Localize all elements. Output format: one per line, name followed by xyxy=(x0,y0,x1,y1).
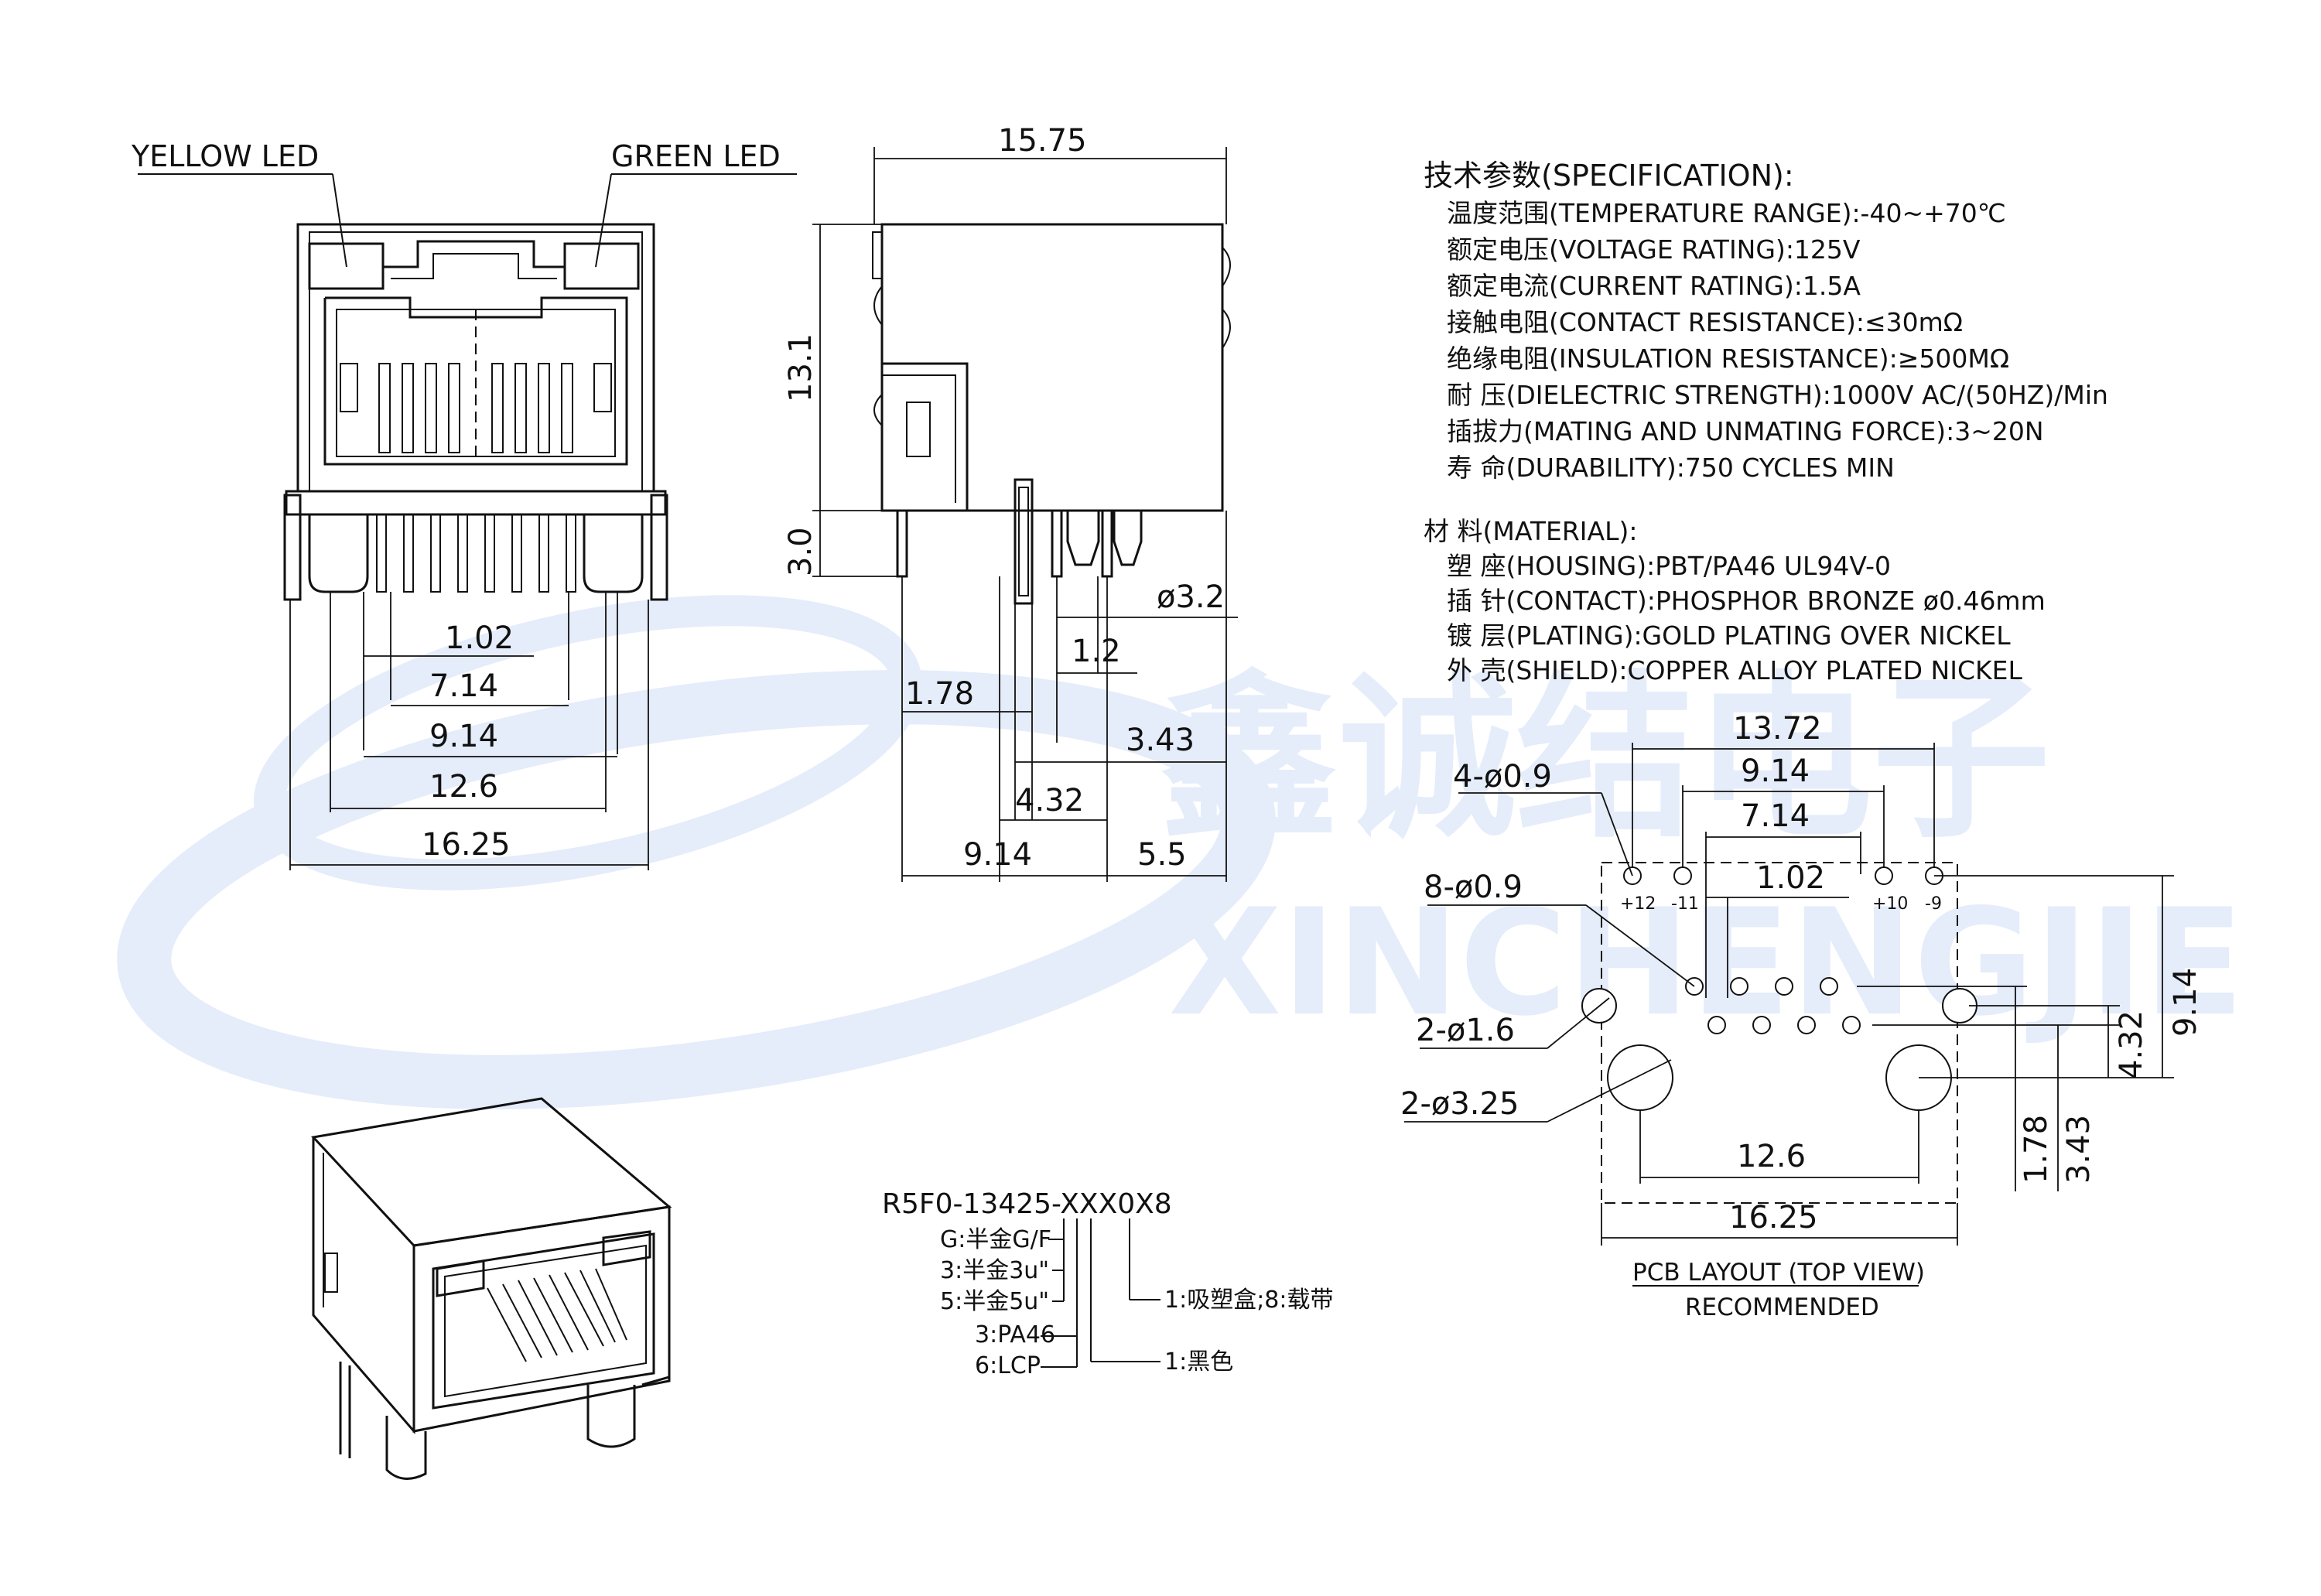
spec-row-dielectric: 耐 压(DIELECTRIC STRENGTH):1000V AC/(50HZ)… xyxy=(1447,380,2108,410)
front-dim-7-14: 7.14 xyxy=(429,668,498,704)
pcb-holes-8-dia: 8-ø0.9 xyxy=(1424,870,1523,905)
pcb-dim-7-14: 7.14 xyxy=(1741,798,1810,834)
spec-row-mating-force: 插拔力(MATING AND UNMATING FORCE):3~20N xyxy=(1447,416,2044,446)
material-row-contact: 插 针(CONTACT):PHOSPHOR BRONZE ø0.46mm xyxy=(1447,586,2046,616)
material-row-plating: 镀 层(PLATING):GOLD PLATING OVER NICKEL xyxy=(1447,620,2011,651)
pcb-vdim-9-14: 9.14 xyxy=(2168,968,2203,1037)
front-dim-1-02: 1.02 xyxy=(445,620,514,656)
watermark-cn: 鑫诚结电子 xyxy=(1160,656,2050,863)
pcb-dim-1-02: 1.02 xyxy=(1756,860,1825,896)
spec-row-durability: 寿 命(DURABILITY):750 CYCLES MIN xyxy=(1447,453,1895,483)
side-dim-3-0: 3.0 xyxy=(783,527,819,576)
pin-label-minus-11: -11 xyxy=(1671,894,1699,914)
part-number-code: R5F0-13425-XXX0X8 xyxy=(882,1188,1172,1220)
side-view: 15.75 13.1 3.0 xyxy=(783,123,1238,882)
front-view: YELLOW LED GREEN LED xyxy=(131,139,797,870)
side-dim-3-43: 3.43 xyxy=(1126,723,1195,758)
watermark-swoosh-inner xyxy=(253,595,923,890)
front-pins xyxy=(376,514,576,593)
spec-row-temperature: 温度范围(TEMPERATURE RANGE):-40~+70℃ xyxy=(1447,198,2006,228)
option-plating-3: 3:半金3u" xyxy=(940,1257,1049,1284)
specification-block: 技术参数(SPECIFICATION): 温度范围(TEMPERATURE RA… xyxy=(1424,159,2108,483)
option-material-pa46: 3:PA46 xyxy=(975,1321,1055,1348)
pcb-layout-title: PCB LAYOUT (TOP VIEW) xyxy=(1632,1259,1925,1287)
option-packing: 1:吸塑盒;8:载带 xyxy=(1164,1287,1334,1314)
watermark: 鑫诚结电子 XINCHENGJIE xyxy=(117,595,2244,1109)
pcb-vdim-3-43: 3.43 xyxy=(2061,1115,2097,1184)
option-plating-5: 5:半金5u" xyxy=(940,1288,1049,1315)
option-material-lcp: 6:LCP xyxy=(975,1352,1041,1379)
side-dim-1-2: 1.2 xyxy=(1072,634,1121,669)
pcb-layout-subtitle: RECOMMENDED xyxy=(1685,1294,1879,1321)
side-dim-4-32: 4.32 xyxy=(1015,783,1084,819)
pin-label-plus-12: +12 xyxy=(1620,894,1656,914)
spec-heading: 技术参数(SPECIFICATION): xyxy=(1424,159,1794,193)
material-row-housing: 塑 座(HOUSING):PBT/PA46 UL94V-0 xyxy=(1447,551,1891,581)
spec-row-insulation: 绝缘电阻(INSULATION RESISTANCE):≥500MΩ xyxy=(1447,343,2009,374)
material-row-shield: 外 壳(SHIELD):COPPER ALLOY PLATED NICKEL xyxy=(1447,655,2022,685)
yellow-led-label: YELLOW LED xyxy=(131,139,319,173)
iso-contacts xyxy=(487,1268,627,1362)
pcb-holes-2-big: 2-ø3.25 xyxy=(1400,1086,1519,1122)
pin-label-minus-9: -9 xyxy=(1925,894,1942,914)
front-dim-16-25: 16.25 xyxy=(422,827,511,863)
option-color: 1:黑色 xyxy=(1164,1348,1233,1376)
front-dim-12-6: 12.6 xyxy=(429,769,498,805)
side-dim-9-14: 9.14 xyxy=(963,837,1032,873)
side-dim-dia-3-2: ø3.2 xyxy=(1157,579,1225,615)
side-dim-1-78: 1.78 xyxy=(905,676,974,712)
side-dim-15-75: 15.75 xyxy=(998,123,1087,159)
side-dim-5-5: 5.5 xyxy=(1137,837,1187,873)
front-contacts xyxy=(378,363,573,453)
part-number-block: R5F0-13425-XXX0X8 G:半金G/F 3:半金3u" 5:半金5u… xyxy=(882,1188,1334,1379)
isometric-view xyxy=(311,1097,672,1480)
pcb-dim-9-14: 9.14 xyxy=(1741,754,1810,789)
pcb-dim-13-72: 13.72 xyxy=(1733,711,1822,747)
material-heading: 材 料(MATERIAL): xyxy=(1424,516,1637,546)
pcb-holes-4-dia: 4-ø0.9 xyxy=(1453,759,1552,795)
pcb-dim-12-6: 12.6 xyxy=(1737,1139,1806,1174)
pcb-layout: 13.72 9.14 7.14 1.02 +12 -11 +10 -9 xyxy=(1400,711,2203,1321)
pcb-vdim-4-32: 4.32 xyxy=(2114,1010,2149,1079)
pcb-signal-holes xyxy=(1685,977,1861,1034)
spec-row-voltage: 额定电压(VOLTAGE RATING):125V xyxy=(1447,234,1861,265)
green-led-label: GREEN LED xyxy=(611,139,781,173)
pin-label-plus-10: +10 xyxy=(1872,894,1908,914)
spec-row-contact-resistance: 接触电阻(CONTACT RESISTANCE):≤30mΩ xyxy=(1447,307,1963,337)
spec-row-current: 额定电流(CURRENT RATING):1.5A xyxy=(1447,271,1861,301)
pcb-holes-2-small: 2-ø1.6 xyxy=(1416,1013,1515,1048)
side-dim-13-1: 13.1 xyxy=(783,333,819,402)
pcb-dim-16-25: 16.25 xyxy=(1729,1200,1818,1235)
pcb-vdim-1-78: 1.78 xyxy=(2018,1115,2054,1184)
material-block: 材 料(MATERIAL): 塑 座(HOUSING):PBT/PA46 UL9… xyxy=(1424,516,2046,685)
option-plating-g: G:半金G/F xyxy=(940,1226,1051,1253)
watermark-swoosh xyxy=(117,670,1276,1109)
front-dim-9-14: 9.14 xyxy=(429,719,498,754)
